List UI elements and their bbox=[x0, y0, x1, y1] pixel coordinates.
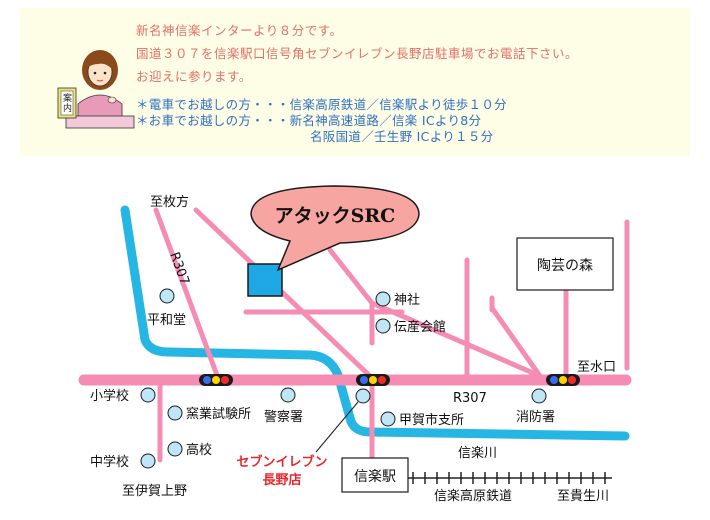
label-shigaraki-river: 信楽川 bbox=[458, 445, 497, 461]
train-access: ＊電車でお越しの方・・・信楽高原鉄道／信楽駅より徒歩１０分 bbox=[136, 97, 507, 112]
label-seven-line2: 長野店 bbox=[262, 472, 301, 488]
label-densan: 伝産会館 bbox=[394, 319, 446, 335]
label-yogyo: 窯業試験所 bbox=[186, 406, 251, 422]
landmark-markers bbox=[140, 288, 547, 469]
label-kibukawa: 至貴生川 bbox=[557, 489, 609, 504]
destination-callout bbox=[250, 185, 420, 272]
receptionist-illustration bbox=[57, 50, 135, 129]
label-seven-line1: セブンイレブン bbox=[236, 454, 327, 470]
info-line-2: 国道３０７を信楽駅口信号角セブンイレブン長野店駐車場でお電話下さい。 bbox=[136, 46, 579, 61]
label-shobo: 消防署 bbox=[516, 409, 555, 425]
shigaraki-river bbox=[120, 205, 630, 441]
traffic-signal-center bbox=[356, 374, 390, 386]
destination-label: アタックSRC bbox=[275, 205, 396, 227]
sign-text-top: 案内 bbox=[63, 94, 73, 114]
traffic-signal-west bbox=[199, 374, 233, 386]
info-panel: 案内 新名神信楽インターより８分です。 国道３０７を信楽駅口信号角セブンイレブン… bbox=[20, 8, 690, 156]
road-hirakata-east bbox=[193, 207, 375, 381]
label-route307-vertical: R307 bbox=[166, 250, 192, 287]
yogyo-marker bbox=[167, 405, 183, 421]
label-shogakko: 小学校 bbox=[90, 388, 129, 404]
access-map: アタックSRC 陶芸の森 信楽駅 至枚方 R307 平和堂 神社 伝産会館 至水… bbox=[78, 185, 632, 504]
road-shrine-east bbox=[369, 300, 543, 379]
label-keisatsu: 警察署 bbox=[264, 409, 303, 425]
shigaraki-kogen-railway bbox=[402, 472, 612, 484]
label-iga-ueno: 至伊賀上野 bbox=[122, 484, 187, 499]
label-minakuchi: 至水口 bbox=[577, 360, 616, 375]
tougei-no-mori-box bbox=[516, 237, 614, 291]
shogakko-marker bbox=[140, 387, 156, 403]
chugakko-marker bbox=[140, 453, 156, 469]
attack-src-building bbox=[247, 263, 283, 297]
shigaraki-station-label: 信楽駅 bbox=[354, 469, 396, 485]
tougei-label: 陶芸の森 bbox=[537, 258, 593, 274]
keisatsu-marker bbox=[280, 387, 296, 403]
seven-eleven-pointer bbox=[315, 401, 359, 453]
road-shrine bbox=[327, 247, 375, 306]
seven-eleven-marker bbox=[355, 388, 371, 404]
label-hirakata: 至枚方 bbox=[150, 194, 189, 210]
label-route307-main: R307 bbox=[453, 391, 487, 406]
car-access-2: 名阪国道／壬生野 ICより１５分 bbox=[310, 129, 494, 144]
info-line-3: お迎えに参ります。 bbox=[136, 69, 252, 84]
shigaraki-station-box bbox=[341, 457, 409, 493]
label-kogen-railway: 信楽高原鉄道 bbox=[434, 488, 512, 504]
label-koko: 高校 bbox=[186, 442, 212, 458]
label-koka-shisho: 甲賀市支所 bbox=[399, 412, 464, 428]
road-east-cross bbox=[489, 305, 543, 379]
traffic-signal-east bbox=[546, 374, 580, 386]
label-jinja: 神社 bbox=[394, 292, 420, 308]
car-access-1: ＊お車でお越しの方・・・新名神高速道路／信楽 ICより8分 bbox=[136, 113, 482, 128]
road-network bbox=[78, 207, 632, 463]
heiwado-marker bbox=[159, 288, 175, 304]
info-line-1: 新名神信楽インターより８分です。 bbox=[136, 23, 343, 38]
label-chugakko: 中学校 bbox=[90, 454, 129, 470]
jinja-marker bbox=[375, 291, 391, 307]
koka-shisho-marker bbox=[380, 411, 396, 427]
road-hirakata-west bbox=[153, 207, 221, 381]
koko-marker bbox=[167, 441, 183, 457]
densan-marker bbox=[375, 318, 391, 334]
label-heiwado: 平和堂 bbox=[147, 313, 186, 328]
shobo-marker bbox=[531, 388, 547, 404]
